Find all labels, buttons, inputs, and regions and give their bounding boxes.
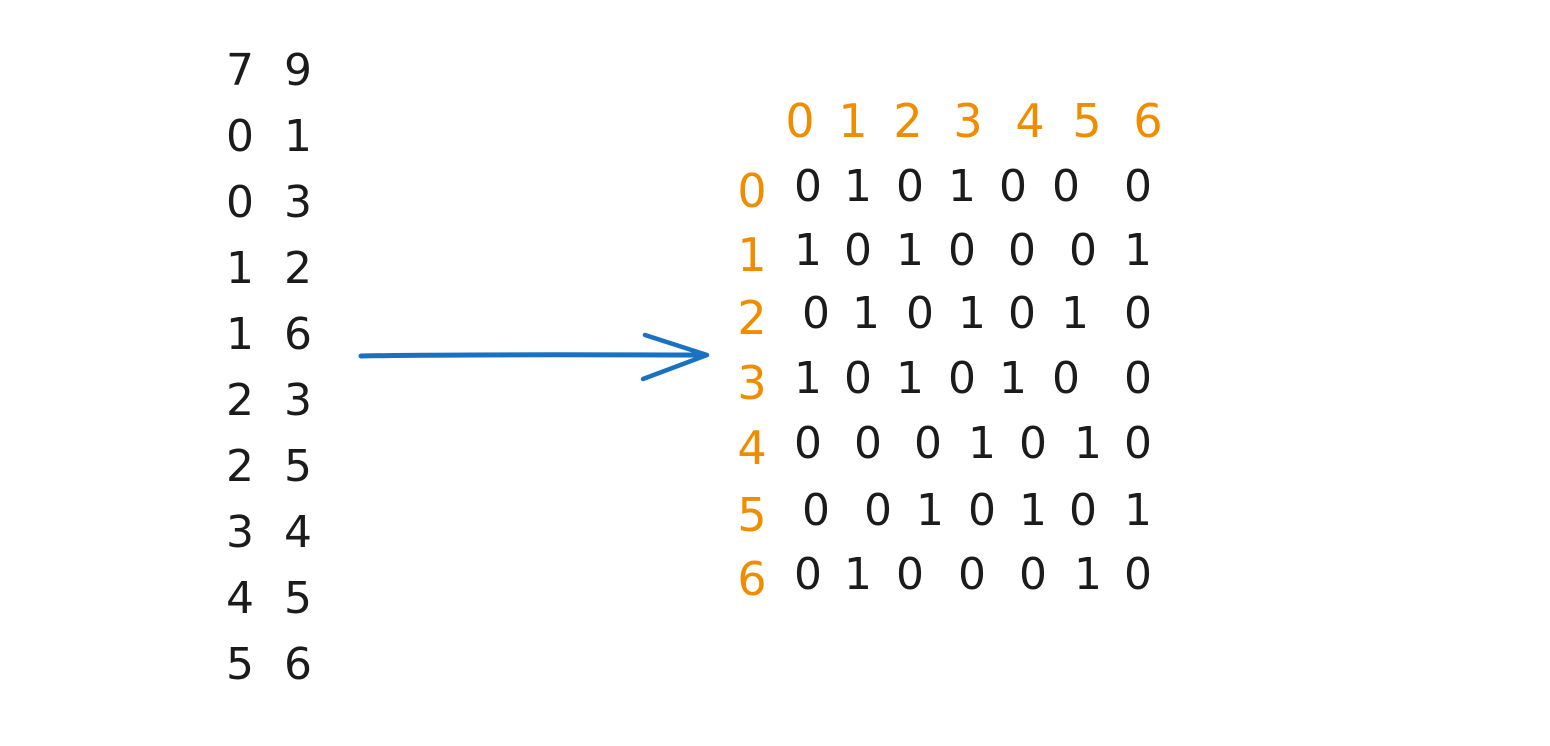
matrix-row-label: 0 <box>737 164 767 218</box>
matrix-cell: 0 <box>794 418 822 469</box>
matrix-cell: 0 <box>914 418 942 469</box>
edge-row: 1 2 <box>226 244 356 310</box>
matrix-cell: 1 <box>1074 418 1102 469</box>
edge-target: 3 <box>284 177 312 228</box>
matrix-column-label: 0 <box>785 94 815 148</box>
matrix-cell: 1 <box>844 161 872 212</box>
edge-source: 3 <box>226 507 254 558</box>
edge-source: 2 <box>226 441 254 492</box>
edge-source: 1 <box>226 309 254 360</box>
matrix-cell: 0 <box>1052 161 1080 212</box>
matrix-cell: 0 <box>802 288 830 339</box>
matrix-row-label: 2 <box>737 291 767 345</box>
matrix-row-label: 5 <box>737 488 767 542</box>
matrix-cell: 0 <box>1052 353 1080 404</box>
matrix-cell: 1 <box>916 485 944 536</box>
matrix-cell: 1 <box>844 549 872 600</box>
edge-row: 0 1 <box>226 112 356 178</box>
matrix-cell: 0 <box>1008 288 1036 339</box>
edge-target: 4 <box>284 507 312 558</box>
matrix-cell: 0 <box>1069 485 1097 536</box>
matrix-cell: 0 <box>896 549 924 600</box>
edge-row: 0 3 <box>226 178 356 244</box>
matrix-cell: 1 <box>852 288 880 339</box>
matrix-cell: 0 <box>1019 549 1047 600</box>
matrix-cell: 0 <box>1124 161 1152 212</box>
matrix-cell: 0 <box>948 225 976 276</box>
matrix-cell: 0 <box>844 353 872 404</box>
matrix-cell: 1 <box>896 225 924 276</box>
edge-target: 6 <box>284 309 312 360</box>
matrix-cell: 0 <box>794 549 822 600</box>
edge-target: 6 <box>284 639 312 690</box>
matrix-cell: 1 <box>1074 549 1102 600</box>
matrix-cell: 0 <box>802 485 830 536</box>
matrix-cell: 0 <box>1124 288 1152 339</box>
matrix-cell: 0 <box>999 161 1027 212</box>
matrix-cell: 0 <box>854 418 882 469</box>
matrix-cell: 0 <box>1069 225 1097 276</box>
edge-count: 9 <box>284 45 312 96</box>
matrix-cell: 1 <box>948 161 976 212</box>
matrix-column-label: 4 <box>1015 94 1045 148</box>
matrix-cell: 0 <box>794 161 822 212</box>
edge-row: 4 5 <box>226 574 356 640</box>
edge-source: 0 <box>226 111 254 162</box>
matrix-cell: 0 <box>1124 549 1152 600</box>
matrix-row-label: 3 <box>737 356 767 410</box>
matrix-cell: 0 <box>864 485 892 536</box>
matrix-row-label: 1 <box>737 228 767 282</box>
edge-list-header-row: 7 9 <box>226 46 356 112</box>
edge-target: 5 <box>284 573 312 624</box>
matrix-column-label: 2 <box>893 94 923 148</box>
matrix-cell: 1 <box>1061 288 1089 339</box>
edge-target: 2 <box>284 243 312 294</box>
edge-source: 1 <box>226 243 254 294</box>
edge-row: 2 5 <box>226 442 356 508</box>
matrix-row-label: 4 <box>737 421 767 475</box>
matrix-column-label: 1 <box>838 94 868 148</box>
matrix-cell: 1 <box>794 225 822 276</box>
edge-row: 1 6 <box>226 310 356 376</box>
edge-target: 1 <box>284 111 312 162</box>
matrix-cell: 1 <box>794 353 822 404</box>
edge-source: 2 <box>226 375 254 426</box>
matrix-cell: 1 <box>1124 225 1152 276</box>
matrix-cell: 0 <box>844 225 872 276</box>
matrix-cell: 1 <box>1019 485 1047 536</box>
edge-source: 4 <box>226 573 254 624</box>
matrix-cell: 0 <box>1019 418 1047 469</box>
matrix-cell: 0 <box>1124 353 1152 404</box>
matrix-cell: 1 <box>1124 485 1152 536</box>
matrix-cell: 0 <box>958 549 986 600</box>
matrix-cell: 0 <box>948 353 976 404</box>
right-arrow-icon <box>358 332 710 382</box>
arrow-shaft <box>358 352 708 359</box>
edge-target: 5 <box>284 441 312 492</box>
arrow-head <box>640 332 710 382</box>
vertex-count: 7 <box>226 45 254 96</box>
edge-row: 3 4 <box>226 508 356 574</box>
matrix-cell: 0 <box>1008 225 1036 276</box>
matrix-cell: 1 <box>968 418 996 469</box>
matrix-cell: 1 <box>958 288 986 339</box>
matrix-cell: 0 <box>1124 418 1152 469</box>
edge-row: 5 6 <box>226 640 356 706</box>
edge-source: 0 <box>226 177 254 228</box>
matrix-cell: 0 <box>896 161 924 212</box>
edge-row: 2 3 <box>226 376 356 442</box>
matrix-cell: 1 <box>999 353 1027 404</box>
matrix-column-label: 5 <box>1072 94 1102 148</box>
matrix-cell: 1 <box>896 353 924 404</box>
matrix-column-label: 6 <box>1133 94 1163 148</box>
edge-target: 3 <box>284 375 312 426</box>
edge-list: 7 9 0 1 0 3 1 2 1 6 2 3 2 5 3 4 <box>226 46 356 706</box>
matrix-cell: 0 <box>968 485 996 536</box>
edge-source: 5 <box>226 639 254 690</box>
matrix-row-label: 6 <box>737 552 767 606</box>
matrix-cell: 0 <box>906 288 934 339</box>
matrix-column-label: 3 <box>953 94 983 148</box>
